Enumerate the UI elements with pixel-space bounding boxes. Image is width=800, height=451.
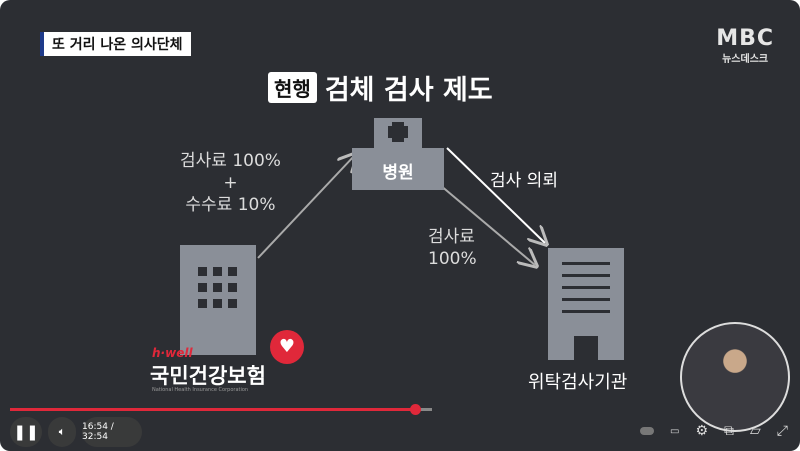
volume-button[interactable]: 🔈︎: [48, 417, 76, 447]
fee-left-plus: +: [223, 173, 238, 193]
fee-right-1: 검사료: [428, 227, 475, 247]
pause-icon: ❚❚: [13, 423, 39, 441]
news-caption: 또 거리 나온 의사단체: [40, 32, 191, 56]
lab-label: 위탁검사기관: [528, 372, 628, 393]
logo-main: MBC: [716, 26, 774, 51]
title-tag: 현행: [268, 72, 317, 103]
fullscreen-icon[interactable]: ⤢: [776, 423, 788, 439]
right-controls: ▭ ⚙ ⧉ ▱ ⤢: [640, 423, 788, 439]
pause-button[interactable]: ❚❚: [10, 417, 42, 447]
volume-icon: 🔈︎: [58, 425, 66, 438]
lab-building-icon: [548, 248, 624, 360]
nhis-english: National Health Insurance Corporation: [152, 387, 249, 393]
request-label: 검사 의뢰: [490, 171, 558, 191]
miniplayer-icon[interactable]: ⧉: [724, 423, 735, 439]
nhis-name: 국민건강보험: [150, 364, 266, 388]
fee-left-2: 수수료 10%: [185, 195, 276, 215]
mbc-logo: MBC 뉴스데스크: [716, 26, 774, 66]
progress-fill: [10, 408, 415, 411]
sign-language-interpreter: [680, 322, 790, 432]
subtitles-icon[interactable]: ▭: [670, 425, 680, 437]
nhis-building-icon: [180, 245, 256, 355]
time-display: 16:54 / 32:54: [82, 417, 142, 447]
slide-title: 현행 검체 검사 제도: [268, 68, 493, 107]
arrow-request: [446, 147, 545, 243]
hospital-label: 병원: [382, 163, 414, 183]
fee-left: 검사료 100% + 수수료 10%: [180, 150, 281, 216]
nhis-brand: h·well: [152, 346, 193, 360]
settings-icon[interactable]: ⚙: [695, 423, 709, 439]
progress-handle[interactable]: [410, 404, 421, 415]
fee-right: 검사료 100%: [428, 226, 477, 270]
logo-sub: 뉴스데스크: [722, 54, 769, 65]
fee-right-2: 100%: [428, 249, 477, 269]
hospital-icon: 병원: [352, 118, 444, 190]
fee-left-1: 검사료 100%: [180, 151, 281, 171]
arrow-to-hospital: [257, 155, 355, 259]
arrow-fee: [439, 184, 535, 265]
cast-icon[interactable]: ▱: [750, 423, 761, 439]
progress-bar[interactable]: [10, 408, 432, 411]
nhis-heart-logo: ♥: [270, 330, 304, 364]
title-text: 검체 검사 제도: [324, 75, 493, 106]
autoplay-toggle-icon[interactable]: [640, 427, 654, 435]
